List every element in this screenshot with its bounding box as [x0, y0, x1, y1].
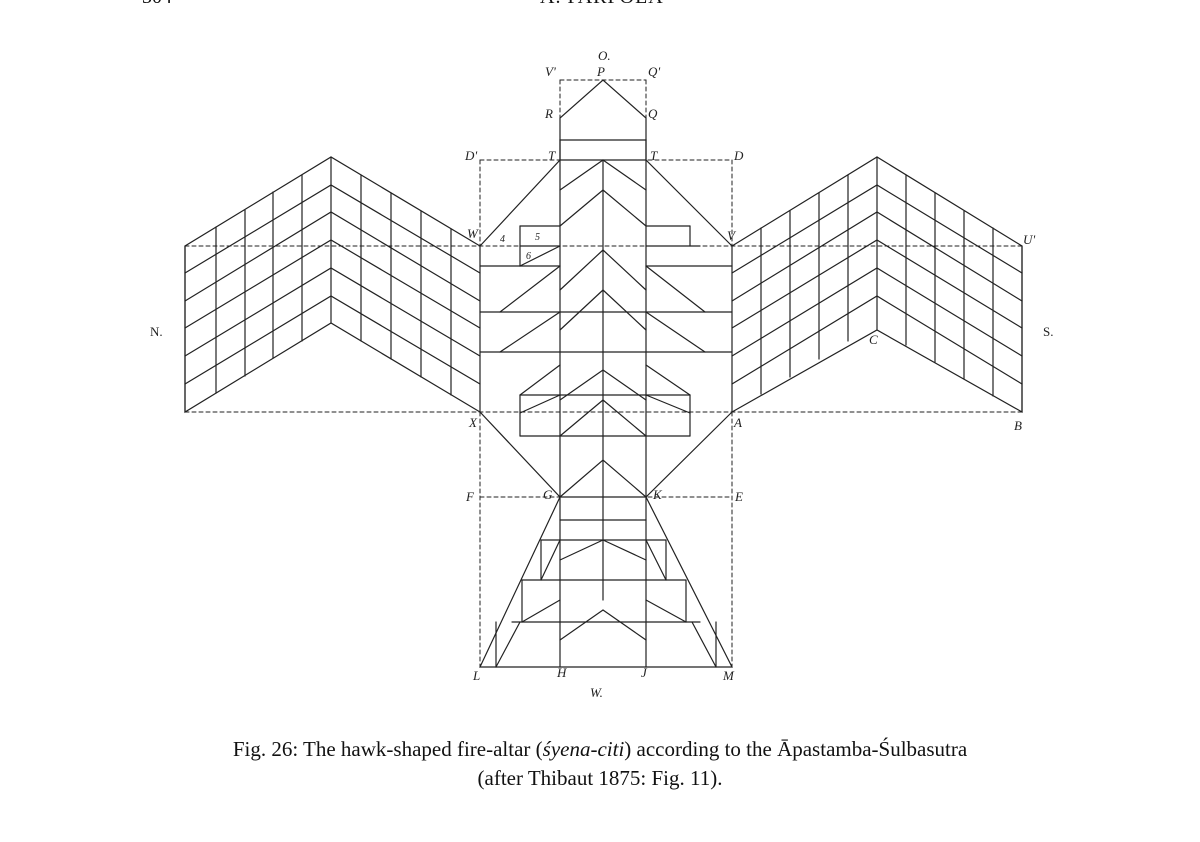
caption-line-1: Fig. 26: The hawk-shaped fire-altar (śye…	[100, 735, 1100, 764]
label-o: O.	[598, 48, 611, 63]
label-t: T	[650, 148, 658, 163]
label-m: M	[722, 668, 735, 683]
right-wing	[731, 156, 1023, 414]
label-d1: D'	[464, 148, 477, 163]
caption-line-2: (after Thibaut 1875: Fig. 11).	[477, 766, 723, 790]
label-u1: U'	[1023, 232, 1035, 247]
label-j: J	[641, 665, 648, 680]
label-c: C	[869, 332, 878, 347]
brick-number-4: 4	[500, 234, 505, 245]
hawk-altar-diagram: O. P V' Q' R Q D' T T D W V U' N. S. C X…	[150, 48, 1053, 700]
label-e: E	[734, 489, 743, 504]
caption-text-after: ) according to the Āpastamba-Śulbasutra	[624, 737, 968, 761]
label-b: B	[1014, 418, 1022, 433]
label-n: N.	[150, 324, 163, 339]
tail-courses	[495, 519, 717, 668]
body-courses	[479, 189, 733, 437]
label-q1: Q'	[648, 64, 660, 79]
label-l: L	[472, 668, 480, 683]
label-w-bottom: W.	[590, 685, 603, 700]
caption-text-before: Fig. 26: The hawk-shaped fire-altar (	[232, 737, 543, 761]
label-f: F	[465, 489, 475, 504]
brick-number-6: 6	[526, 251, 531, 262]
label-a: A	[733, 415, 742, 430]
body-outline	[479, 79, 733, 668]
label-p: P	[596, 64, 605, 79]
label-g: G	[543, 487, 553, 502]
label-r: R	[544, 106, 553, 121]
label-v1: V'	[545, 64, 556, 79]
left-wing	[184, 156, 481, 414]
label-s: S.	[1043, 324, 1053, 339]
figure-caption: Fig. 26: The hawk-shaped fire-altar (śye…	[100, 735, 1100, 793]
caption-italic-term: śyena-citi	[542, 737, 625, 761]
label-d: D	[733, 148, 744, 163]
running-head: 304 A. PARPOLA	[0, 0, 1200, 8]
label-w: W	[467, 226, 479, 241]
running-head-author: A. PARPOLA	[540, 0, 664, 9]
label-v: V	[727, 228, 737, 243]
brick-number-5: 5	[535, 232, 540, 243]
label-t1: T	[548, 148, 556, 163]
label-x: X	[468, 415, 478, 430]
label-k: K	[652, 487, 663, 502]
body-spine	[559, 139, 647, 521]
page-number: 304	[142, 0, 172, 9]
label-h: H	[556, 665, 567, 680]
label-q: Q	[648, 106, 658, 121]
